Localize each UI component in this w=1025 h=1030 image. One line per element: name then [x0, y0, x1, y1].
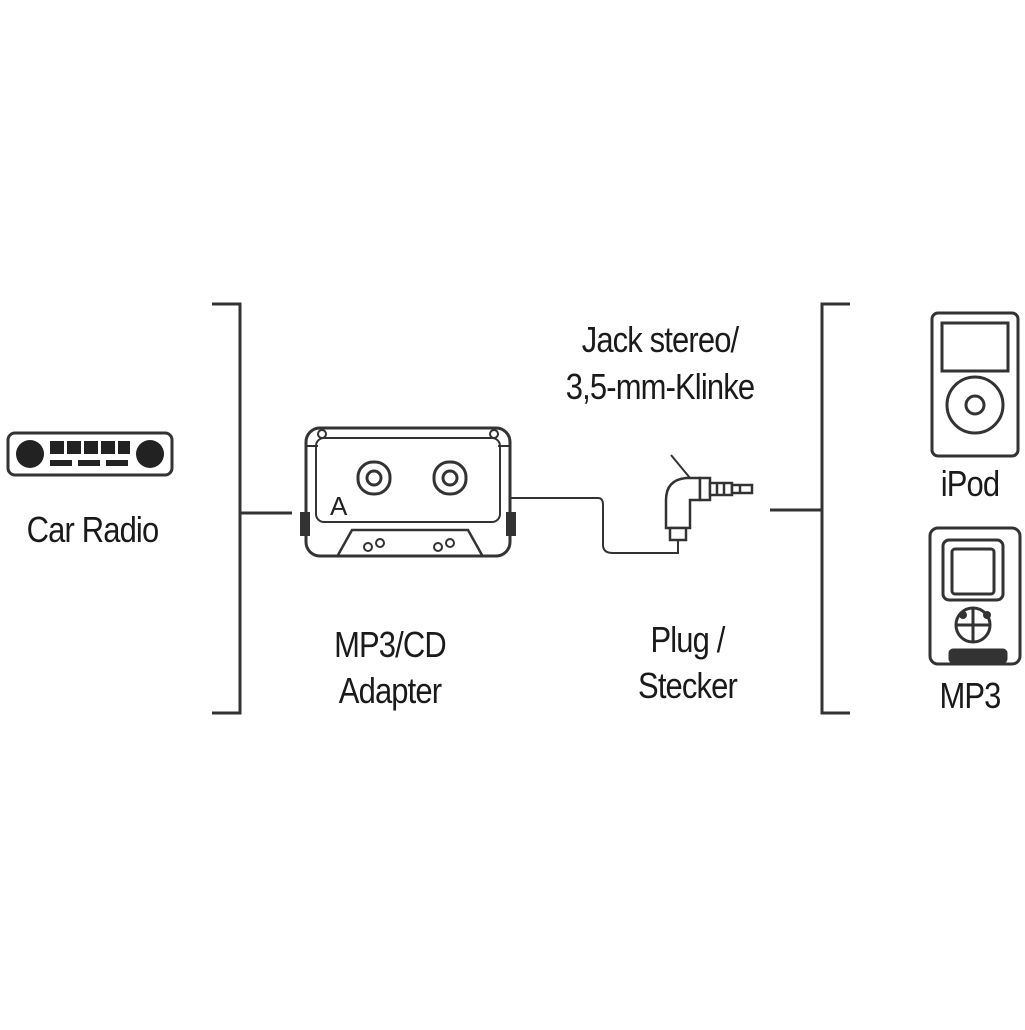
- right-bracket: [770, 302, 850, 715]
- mp3-player-icon: [928, 526, 1022, 666]
- adapter-label-line1: MP3/CD: [334, 624, 447, 665]
- car-radio-icon: [6, 431, 174, 477]
- ipod-label: iPod: [940, 463, 1000, 504]
- plug-label-line1: Plug /: [650, 619, 725, 660]
- left-bracket: [212, 302, 292, 715]
- car-radio-label: Car Radio: [26, 509, 160, 550]
- jack-label-line2: 3,5-mm-Klinke: [565, 366, 755, 407]
- jack-label-line1: Jack stereo/: [581, 319, 739, 360]
- ipod-icon: [930, 311, 1020, 458]
- cassette-side-label: A: [330, 491, 348, 521]
- jack-plug-icon: [664, 454, 754, 542]
- plug-label-line2: Stecker: [638, 665, 738, 706]
- adapter-label-line2: Adapter: [338, 670, 442, 711]
- audio-cable: [510, 497, 679, 554]
- mp3-label: MP3: [939, 675, 1001, 716]
- cassette-adapter-icon: A: [300, 426, 516, 558]
